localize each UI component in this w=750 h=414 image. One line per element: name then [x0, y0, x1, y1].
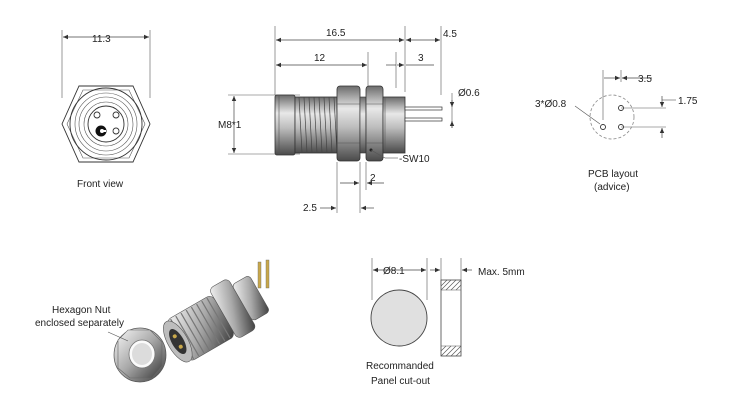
front-view-caption: Front view	[77, 179, 124, 190]
cutout-diameter-label: Ø8.1	[383, 266, 405, 277]
pin-length-dim: 4.5	[443, 29, 457, 40]
pcb-layout: 3.5 1.75 3*Ø0.8 PCB layout (advice)	[535, 70, 698, 193]
panel-section	[440, 279, 462, 357]
cutout-caption-line2: Panel cut-out	[371, 376, 430, 387]
pcb-hole	[618, 105, 624, 111]
pin-offset-dim: 3	[418, 53, 424, 64]
side-hex-nut	[336, 85, 361, 162]
front-contact-hole	[93, 111, 101, 119]
pin	[404, 117, 443, 122]
thread-lines	[298, 96, 338, 154]
connector-cap	[274, 94, 296, 156]
pcb-caption-line1: PCB layout	[588, 169, 638, 180]
pin-diameter-label: Ø0.6	[458, 88, 480, 99]
nut-caption-line1: Hexagon Nut	[52, 305, 111, 316]
pcb-dim-horizontal: 3.5	[638, 74, 652, 85]
front-contact-hole	[112, 127, 120, 135]
side-flange	[365, 85, 384, 162]
overall-length-dim: 16.5	[326, 28, 346, 39]
pcb-outline-circle	[589, 94, 635, 140]
nut-caption-line2: enclosed separately	[35, 318, 124, 329]
front-width-dim: 11.3	[92, 34, 111, 45]
side-view: 16.5 4.5 12 3 M8*1	[218, 26, 480, 214]
front-hex-outline	[61, 85, 151, 163]
pcb-caption-line2: (advice)	[594, 182, 630, 193]
thread-length-dim: 12	[314, 53, 326, 64]
cutout-circle	[370, 289, 428, 347]
flange-dim: 2.5	[303, 203, 317, 214]
wrench-size-label: -SW10	[399, 154, 430, 165]
nut-thickness-dim: 2	[370, 173, 376, 184]
pcb-hole-label: 3*Ø0.8	[535, 99, 567, 110]
photo-rear-body	[232, 276, 269, 321]
front-contact-hole	[112, 111, 120, 119]
front-body-circle	[69, 87, 143, 161]
threaded-body	[294, 96, 338, 154]
product-photo: Hexagon Nut enclosed separately	[35, 259, 270, 383]
thread-size-label: M8*1	[218, 120, 242, 131]
pcb-hole	[618, 124, 624, 130]
pcb-hole	[600, 124, 606, 130]
rear-body	[382, 96, 406, 154]
pcb-dim-vertical: 1.75	[678, 96, 698, 107]
pin	[404, 106, 443, 111]
cutout-caption-line1: Recommanded	[366, 361, 434, 372]
panel-cutout: Ø8.1 Max. 5mm Recommanded Panel cut-out	[366, 258, 525, 387]
front-view: 11.3 Front view	[61, 30, 151, 190]
max-thickness-label: Max. 5mm	[478, 267, 525, 278]
